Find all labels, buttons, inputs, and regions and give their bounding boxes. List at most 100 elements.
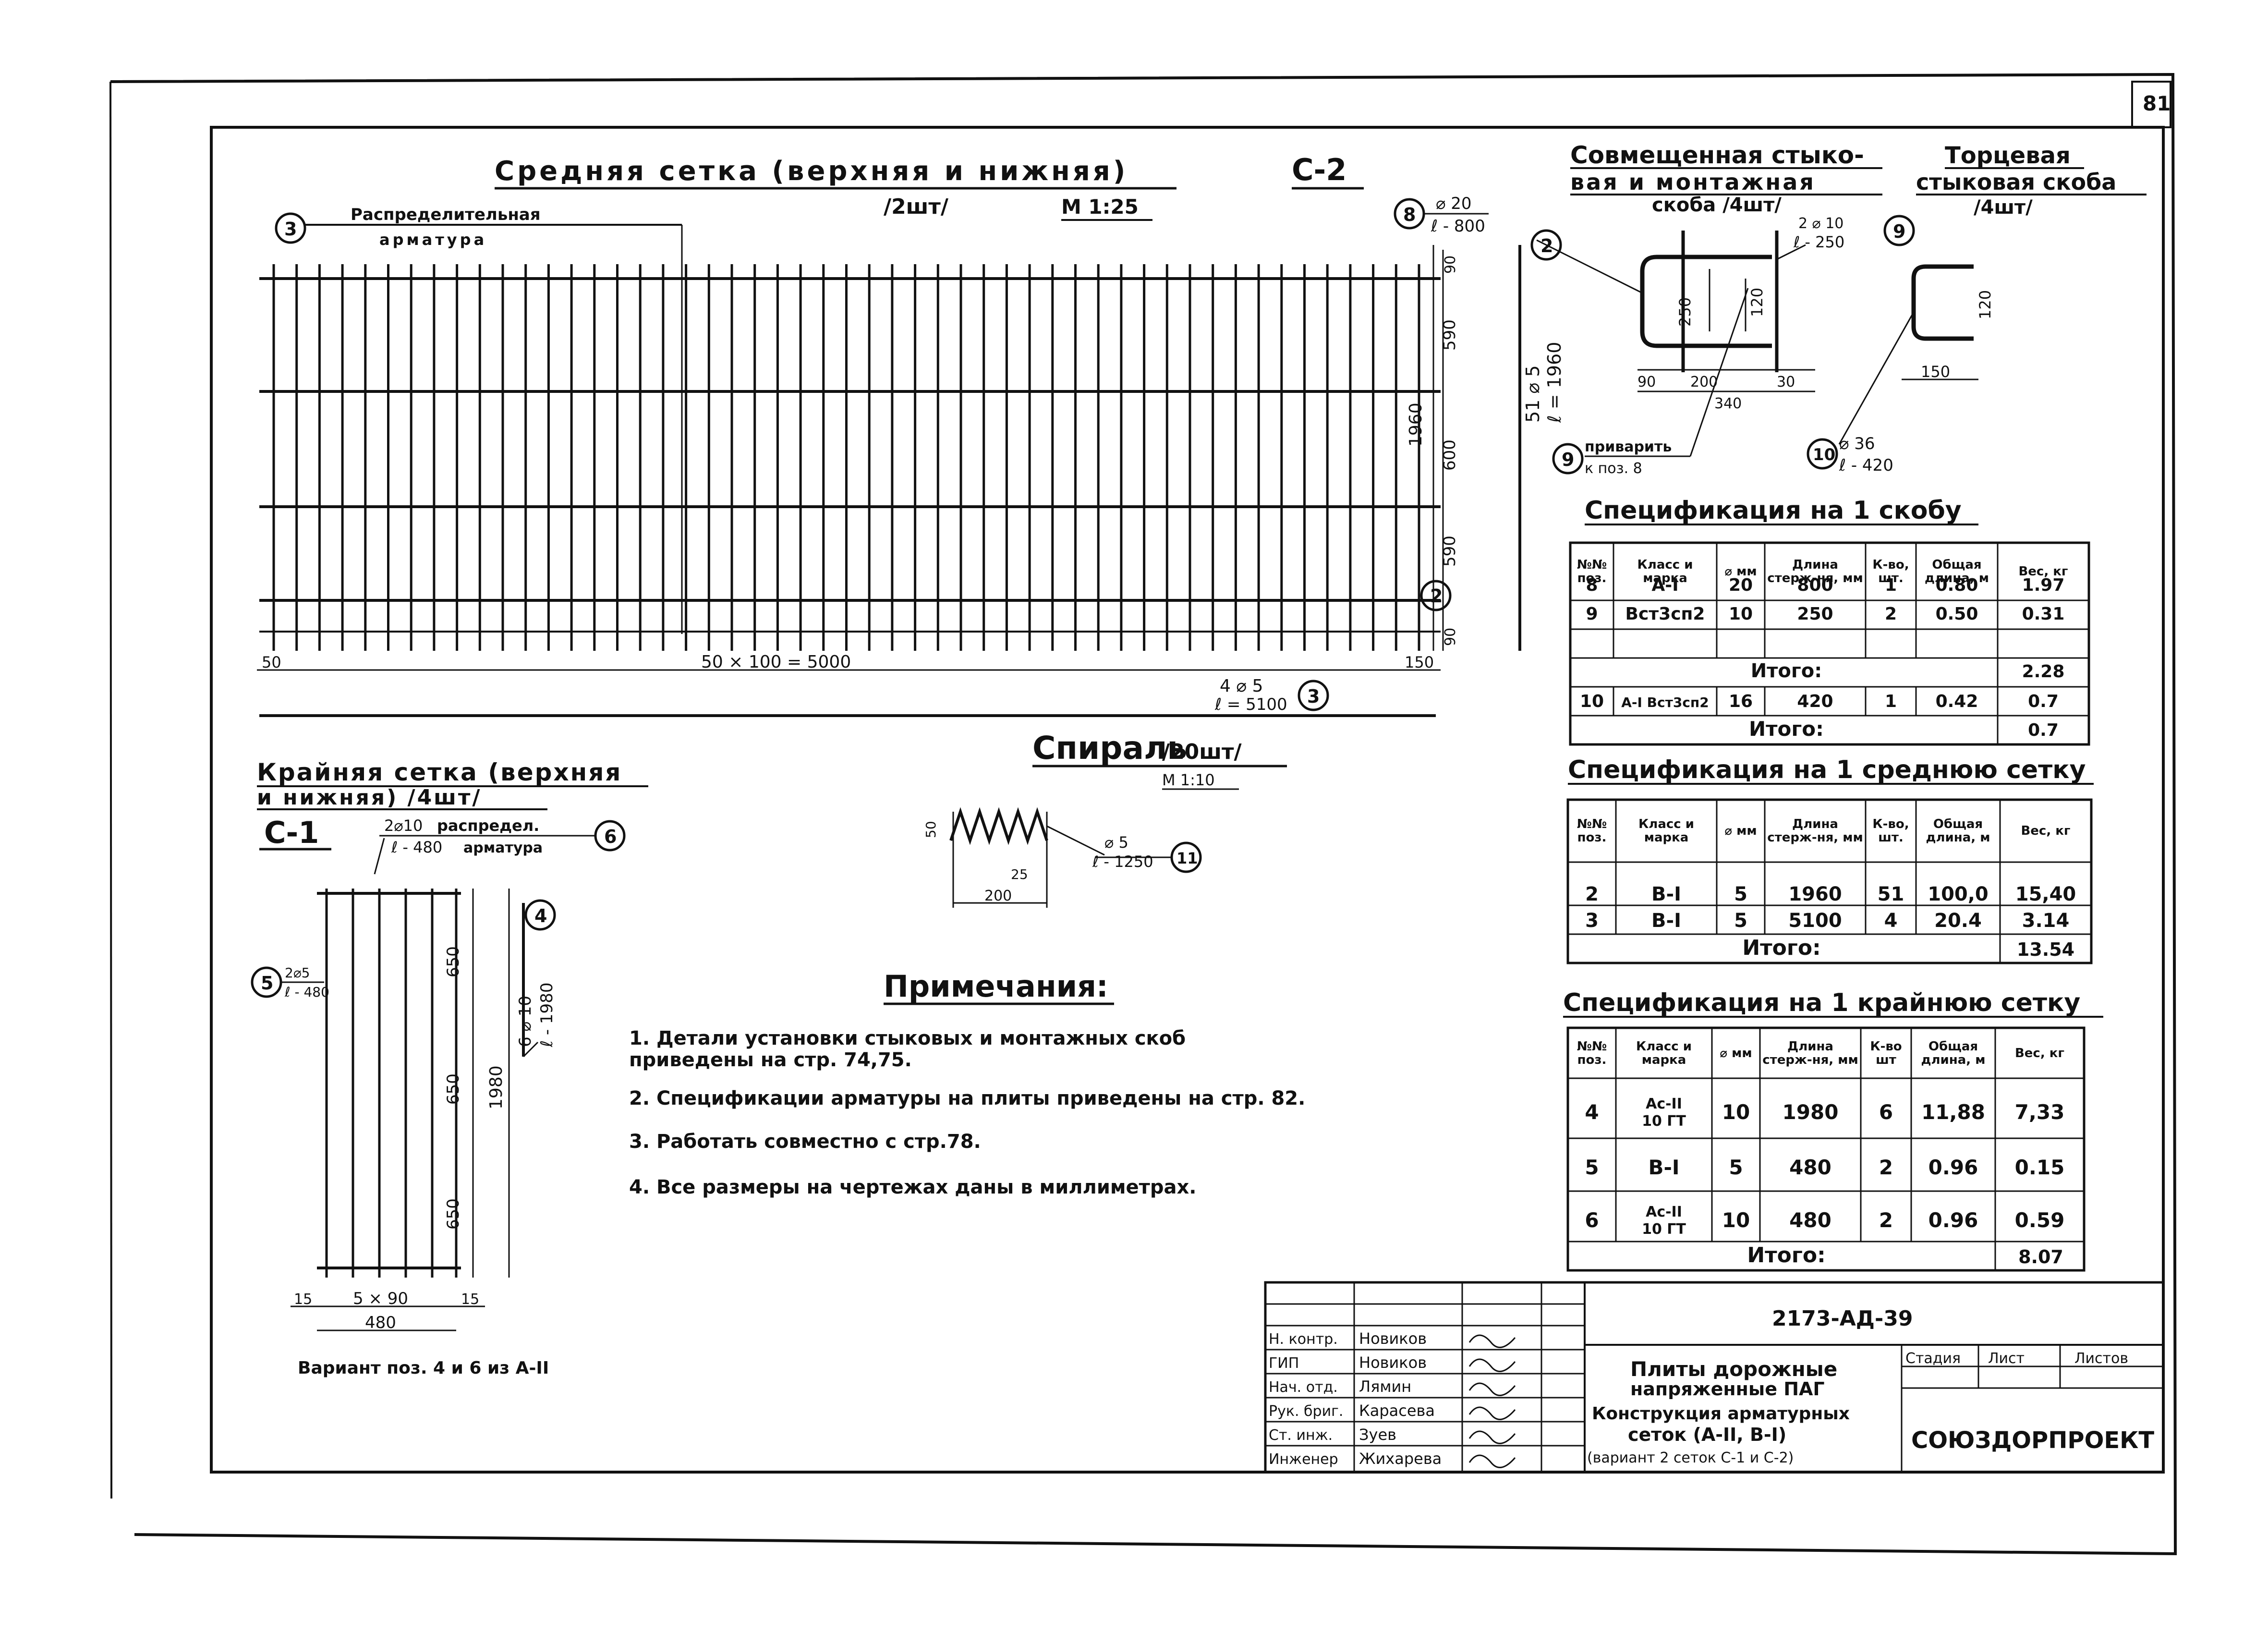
page-number: 81 — [2143, 92, 2171, 115]
tb-role: Рук. бриг. — [1269, 1403, 1343, 1420]
edge-mesh-title: Крайняя сетка (верхняя — [257, 758, 622, 786]
table-cell: 0.96 — [1928, 1156, 1978, 1179]
svg-text:50: 50 — [923, 821, 939, 838]
total-label: Итого: — [1749, 717, 1824, 741]
table-header-cell: ⌀ мм — [1724, 564, 1757, 579]
mid-mesh-title: Средняя сетка (верхняя и нижняя) — [495, 156, 1128, 187]
tb-role: Инженер — [1269, 1451, 1338, 1468]
spiral-title: Спираль — [1032, 730, 1187, 767]
table-cell: 15,40 — [2015, 883, 2076, 905]
svg-text:⌀ 5: ⌀ 5 — [1104, 833, 1128, 852]
svg-text:15: 15 — [294, 1291, 312, 1308]
svg-text:приведены на стр. 74,75.: приведены на стр. 74,75. — [629, 1049, 912, 1071]
svg-text:9: 9 — [1893, 221, 1905, 242]
table-header-cell: Длина стерж-ня, мм — [1767, 817, 1863, 845]
svg-text:сеток (А-II, В-I): сеток (А-II, В-I) — [1628, 1424, 1786, 1445]
spiral-drawing — [949, 807, 1048, 845]
dist-label-2: арматура — [379, 231, 487, 249]
tb-name: Новиков — [1359, 1353, 1427, 1372]
note-3: 3. Работать совместно с стр.78. — [629, 1131, 981, 1153]
marker-2 — [1420, 580, 1452, 611]
svg-text:11: 11 — [1176, 849, 1198, 867]
table-header-cell: Вес, кг — [2018, 564, 2068, 579]
page-number-box — [2131, 81, 2171, 128]
table-cell: А-I — [1651, 575, 1678, 595]
svg-text:10: 10 — [1813, 445, 1835, 464]
tb-name: Карасева — [1359, 1401, 1435, 1420]
tb-name: Новиков — [1359, 1329, 1427, 1348]
table-cell: 51 — [1878, 883, 1904, 905]
table-cell: 5 — [1585, 1156, 1599, 1179]
table-header-cell: ⌀ мм — [1724, 824, 1757, 838]
svg-text:стыковая скоба: стыковая скоба — [1916, 169, 2116, 195]
table-header-cell: Класс и марка — [1637, 558, 1693, 585]
svg-text:Торцевая: Торцевая — [1945, 142, 2071, 169]
tb-name: Лямин — [1359, 1377, 1411, 1396]
svg-text:590: 590 — [1440, 319, 1459, 351]
table-cell: 11,88 — [1921, 1100, 1985, 1124]
table-cell: 10 — [1580, 692, 1604, 711]
svg-text:3: 3 — [1307, 686, 1320, 707]
svg-text:3: 3 — [284, 219, 297, 240]
total-value: 8.07 — [2018, 1246, 2063, 1267]
table-cell: 1 — [1885, 692, 1897, 711]
outer-frame-left — [109, 81, 112, 1499]
svg-text:Конструкция арматурных: Конструкция арматурных — [1592, 1404, 1850, 1424]
svg-text:ℓ - 480: ℓ - 480 — [284, 984, 329, 1000]
svg-text:2: 2 — [1430, 585, 1443, 607]
table-cell: В-I — [1651, 883, 1681, 905]
table-cell: 20 — [1729, 575, 1753, 595]
svg-text:1960: 1960 — [1406, 402, 1426, 447]
table-header-cell: Общая длина, м — [1925, 558, 1989, 585]
table-header-cell: К-во шт — [1870, 1039, 1902, 1067]
spec-bracket-title: Спецификация на 1 скобу — [1585, 496, 1962, 525]
marker-3-bottom — [1298, 680, 1329, 711]
table-cell: 6 — [1879, 1100, 1893, 1124]
table-cell: Ас-II — [1646, 1204, 1682, 1220]
svg-text:ℓ = 5100: ℓ = 5100 — [1214, 695, 1287, 714]
table-header-cell: К-во, шт. — [1872, 817, 1909, 845]
marker-9 — [1883, 215, 1915, 246]
signature-icon — [1468, 1430, 1516, 1444]
svg-text:2 ⌀ 10: 2 ⌀ 10 — [1798, 215, 1844, 232]
table-cell: 8 — [1586, 575, 1598, 595]
svg-text:Листов: Листов — [2074, 1350, 2128, 1367]
table-header-cell: Общая длина, м — [1926, 817, 1990, 845]
svg-text:/4шт/: /4шт/ — [1974, 196, 2033, 219]
signature-icon — [1468, 1454, 1516, 1468]
marker-11 — [1170, 841, 1202, 873]
svg-text:600: 600 — [1440, 439, 1459, 471]
signature-icon — [1468, 1334, 1516, 1348]
tb-role: Ст. инж. — [1269, 1427, 1333, 1444]
table-header-cell: Класс и марка — [1638, 817, 1694, 845]
svg-text:6 ⌀ 10: 6 ⌀ 10 — [516, 996, 535, 1047]
combined-bracket-drawing — [1637, 231, 1815, 392]
table-header-cell: Длина стерж-ня, мм — [1767, 558, 1863, 585]
tb-name: Зуев — [1359, 1426, 1396, 1444]
svg-text:ℓ = 1960: ℓ = 1960 — [1544, 342, 1565, 423]
svg-text:ℓ - 250: ℓ - 250 — [1793, 233, 1844, 251]
svg-text:распредел.: распредел. — [437, 816, 539, 835]
total-value: 13.54 — [2017, 939, 2074, 960]
table-cell: 2 — [1879, 1208, 1893, 1232]
svg-text:5 × 90: 5 × 90 — [353, 1289, 408, 1308]
note-1: 1. Детали установки стыковых и монтажных… — [629, 1027, 1186, 1049]
svg-text:650: 650 — [444, 1073, 463, 1105]
table-cell: 100,0 — [1928, 883, 1989, 905]
svg-text:650: 650 — [444, 1198, 463, 1230]
table-header-cell: ⌀ мм — [1720, 1046, 1752, 1060]
table-cell: 1 — [1885, 575, 1897, 595]
table-header-cell: К-во, шт. — [1872, 558, 1909, 585]
svg-text:590: 590 — [1440, 536, 1459, 567]
total-value: 0.7 — [2028, 720, 2059, 740]
table-cell: 10 ГТ — [1642, 1113, 1686, 1130]
svg-text:340: 340 — [1714, 395, 1742, 412]
table-cell: 4 — [1585, 1100, 1599, 1124]
svg-text:30: 30 — [1777, 374, 1795, 390]
table-cell: Ас-II — [1646, 1096, 1682, 1112]
table-header-cell: Общая длина, м — [1921, 1039, 1986, 1067]
table-cell: 0.96 — [1928, 1208, 1978, 1232]
svg-text:6: 6 — [604, 826, 617, 847]
table-cell: 9 — [1586, 604, 1598, 624]
